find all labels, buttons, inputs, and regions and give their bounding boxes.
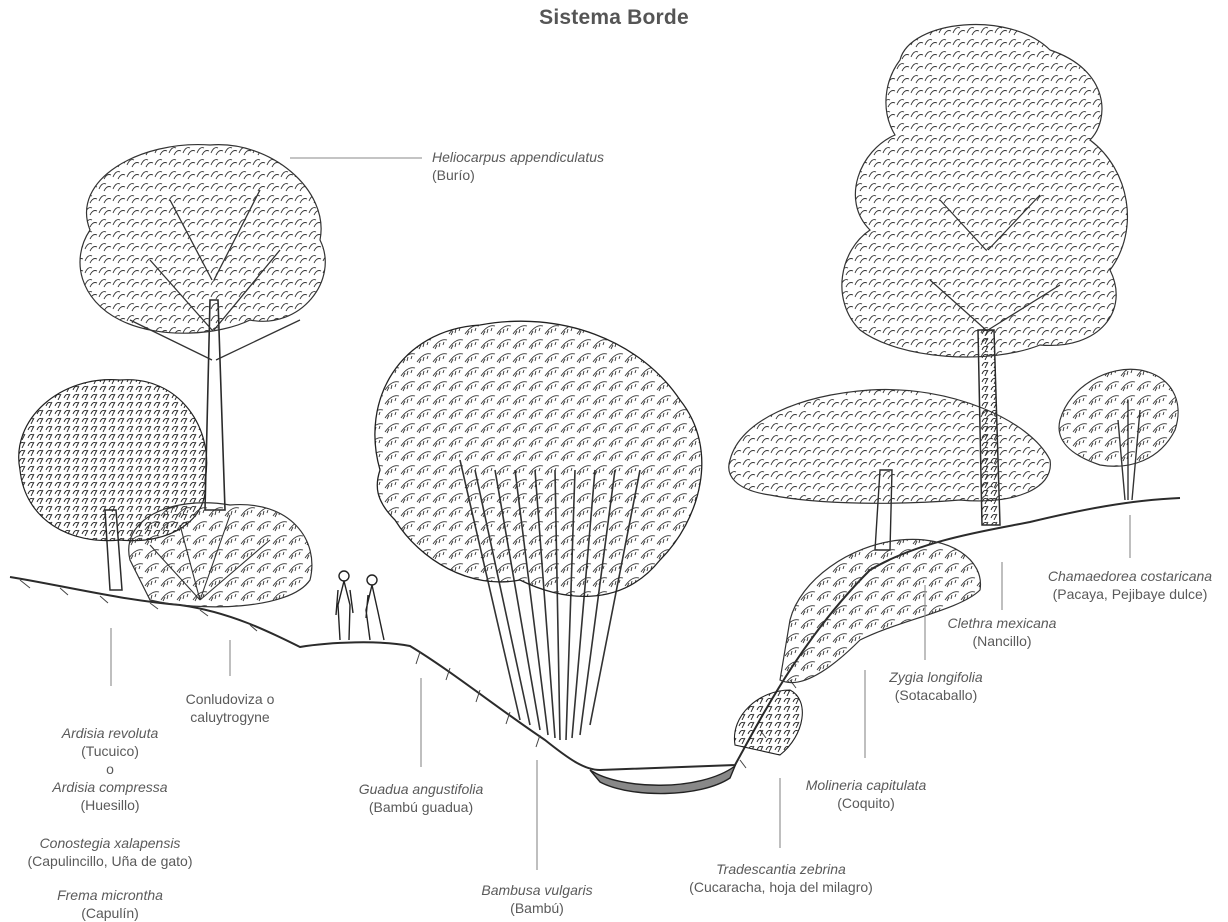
label-zygia-common: (Sotacaballo)	[866, 686, 1006, 704]
label-zygia: Zygia longifolia (Sotacaballo)	[866, 668, 1006, 704]
label-ardisia-revoluta-common: (Tucuico)	[10, 742, 210, 760]
label-tradescantia-sci: Tradescantia zebrina	[676, 860, 886, 878]
label-chamaedorea: Chamaedorea costaricana (Pacaya, Pejibay…	[1040, 567, 1220, 603]
label-zygia-sci: Zygia longifolia	[866, 668, 1006, 686]
chamaedorea-palm	[1059, 369, 1178, 500]
label-molineria-sci: Molineria capitulata	[786, 776, 946, 794]
label-clethra-common: (Nancillo)	[932, 632, 1072, 650]
label-guadua-common: (Bambú guadua)	[346, 798, 496, 816]
label-chamaedorea-sci: Chamaedorea costaricana	[1040, 567, 1220, 585]
conludoviza-plants	[129, 503, 312, 607]
label-molineria: Molineria capitulata (Coquito)	[786, 776, 946, 812]
label-ardisia-revoluta-sci: Ardisia revoluta	[10, 724, 210, 742]
label-guadua-sci: Guadua angustifolia	[346, 780, 496, 798]
label-molineria-common: (Coquito)	[786, 794, 946, 812]
label-bambusa: Bambusa vulgaris (Bambú)	[462, 881, 612, 917]
label-clethra-sci: Clethra mexicana	[932, 614, 1072, 632]
label-tradescantia: Tradescantia zebrina (Cucaracha, hoja de…	[676, 860, 886, 896]
label-ardisia-group: Ardisia revoluta (Tucuico) o Ardisia com…	[10, 724, 210, 814]
label-conostegia: Conostegia xalapensis (Capulincillo, Uña…	[10, 834, 210, 870]
label-conostegia-sci: Conostegia xalapensis	[10, 834, 210, 852]
label-ardisia-connector: o	[10, 760, 210, 778]
label-frema-common: (Capulín)	[10, 904, 210, 922]
label-guadua: Guadua angustifolia (Bambú guadua)	[346, 780, 496, 816]
label-frema-sci: Frema microntha	[10, 886, 210, 904]
label-bambusa-common: (Bambú)	[462, 899, 612, 917]
label-heliocarpus-common: (Burío)	[432, 166, 604, 184]
zygia-tree	[729, 390, 1051, 550]
label-heliocarpus: Heliocarpus appendiculatus (Burío)	[432, 148, 604, 184]
label-conludoviza: Conludoviza o caluytrogyne	[170, 690, 290, 726]
label-heliocarpus-sci: Heliocarpus appendiculatus	[432, 148, 604, 166]
label-conostegia-common: (Capulincillo, Uña de gato)	[10, 852, 210, 870]
label-frema: Frema microntha (Capulín)	[10, 886, 210, 922]
label-conludoviza-line1: Conludoviza o	[170, 690, 290, 708]
label-ardisia-compressa-common: (Huesillo)	[10, 796, 210, 814]
label-ardisia-compressa-sci: Ardisia compressa	[10, 778, 210, 796]
label-tradescantia-common: (Cucaracha, hoja del milagro)	[676, 878, 886, 896]
label-bambusa-sci: Bambusa vulgaris	[462, 881, 612, 899]
label-clethra: Clethra mexicana (Nancillo)	[932, 614, 1072, 650]
people-figures	[336, 571, 384, 640]
bamboo-clump	[375, 321, 702, 740]
label-chamaedorea-common: (Pacaya, Pejibaye dulce)	[1040, 585, 1220, 603]
diagram-title: Sistema Borde	[0, 6, 1228, 30]
